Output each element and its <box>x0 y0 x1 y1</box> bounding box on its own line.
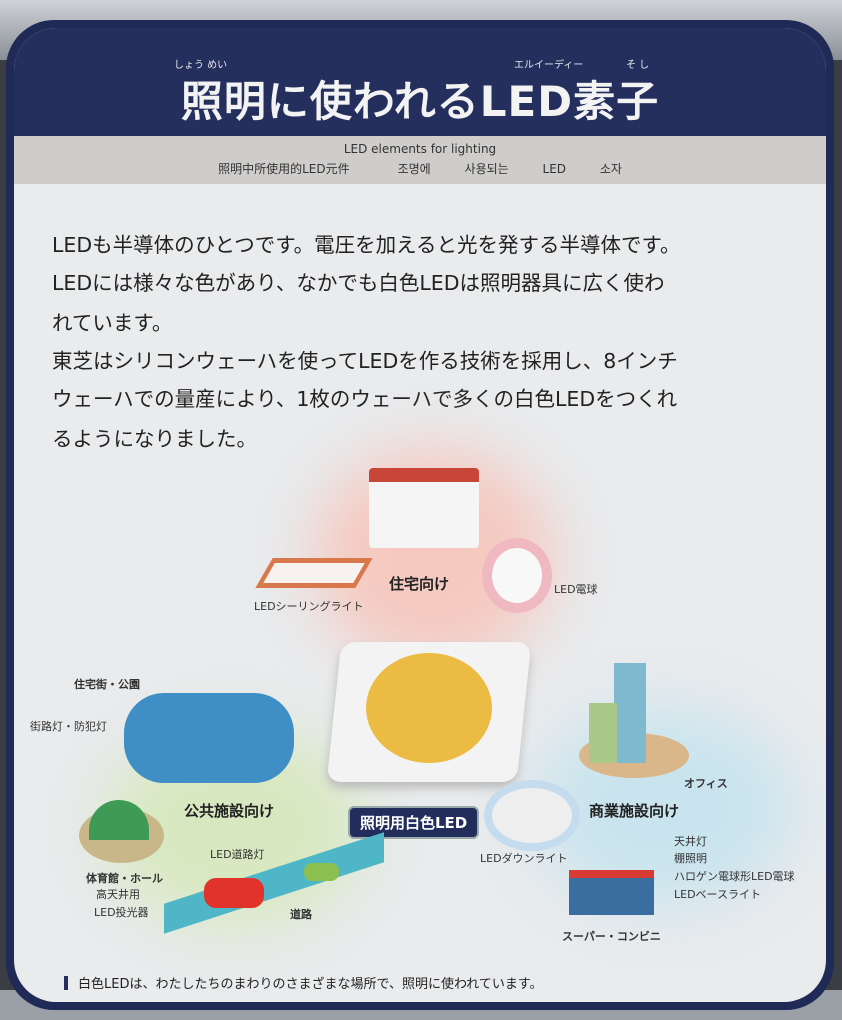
label: 街路灯・防犯灯 <box>30 720 107 733</box>
footer-note: 白色LEDは、わたしたちのまわりのさまざまな場所で、照明に使われています。 <box>64 973 543 992</box>
house-illustration <box>369 468 479 548</box>
label: LEDダウンライト <box>480 852 568 865</box>
sign-inner: しょう めい エルイーディー そ し 照明に使われるLED素子 LED elem… <box>14 28 826 1002</box>
ceiling-light-illustration <box>255 558 373 588</box>
led-lens <box>366 653 492 763</box>
body-line: 東芝はシリコンウェーハを使ってLEDを作る技術を採用し、8インチ <box>52 349 678 373</box>
office-tower <box>614 663 646 763</box>
town-illustration <box>124 693 294 783</box>
label: 棚照明 <box>674 852 707 865</box>
body-line: るようになりました。 <box>52 427 257 451</box>
label: スーパー・コンビニ <box>562 930 661 943</box>
label: ハロゲン電球形LED電球 <box>674 870 795 883</box>
label: 住宅街・公園 <box>74 678 140 691</box>
label: LED投光器 <box>94 906 149 919</box>
car-green <box>304 863 339 881</box>
label: オフィス <box>684 777 728 790</box>
header: しょう めい エルイーディー そ し 照明に使われるLED素子 <box>14 28 826 136</box>
ruby-shoumei: しょう めい <box>174 60 228 71</box>
label: 体育館・ホール <box>86 872 163 885</box>
led-bulb-label: LED電球 <box>554 583 598 596</box>
label: 天井灯 <box>674 835 707 848</box>
ruby-led: エルイーディー <box>514 60 584 71</box>
label: 高天井用 <box>96 888 140 901</box>
residential-title: 住宅向け <box>389 575 450 593</box>
commercial-title: 商業施設向け <box>589 802 680 820</box>
subtitle-band: LED elements for lighting 照明中所使用的LED元件 조명… <box>14 136 826 184</box>
page-title: 照明に使われるLED素子 <box>180 77 660 126</box>
downlight-illustration <box>492 788 572 843</box>
store-illustration <box>569 870 654 915</box>
gym-roof <box>89 800 149 840</box>
sign-panel: しょう めい エルイーディー そ し 照明に使われるLED素子 LED elem… <box>6 20 834 1010</box>
body-line: LEDも半導体のひとつです。電圧を加えると光を発する半導体です。 <box>52 233 681 257</box>
subtitle-english: LED elements for lighting <box>343 142 497 156</box>
subtitle-chinese: 照明中所使用的LED元件 <box>218 162 350 176</box>
subtitle-korean: 조명에 사용되는 LED 소자 <box>397 162 622 176</box>
label: LEDベースライト <box>674 888 761 901</box>
public-title: 公共施設向け <box>184 802 275 820</box>
body-line: ウェーハでの量産により、1枚のウェーハで多くの白色LEDをつくれ <box>52 387 678 411</box>
label: LED道路灯 <box>210 848 265 861</box>
ruby-soshi: そ し <box>626 60 650 71</box>
bulb-illustration <box>492 548 542 603</box>
label: 道路 <box>290 908 312 921</box>
center-label: 照明用白色LED <box>348 806 480 839</box>
body-line: れています。 <box>52 311 173 335</box>
office-building <box>589 703 617 763</box>
body-line: LEDには様々な色があり、なかでも白色LEDは照明器具に広く使わ <box>52 271 665 295</box>
car-red <box>204 878 264 908</box>
ceiling-light-label: LEDシーリングライト <box>254 600 364 613</box>
